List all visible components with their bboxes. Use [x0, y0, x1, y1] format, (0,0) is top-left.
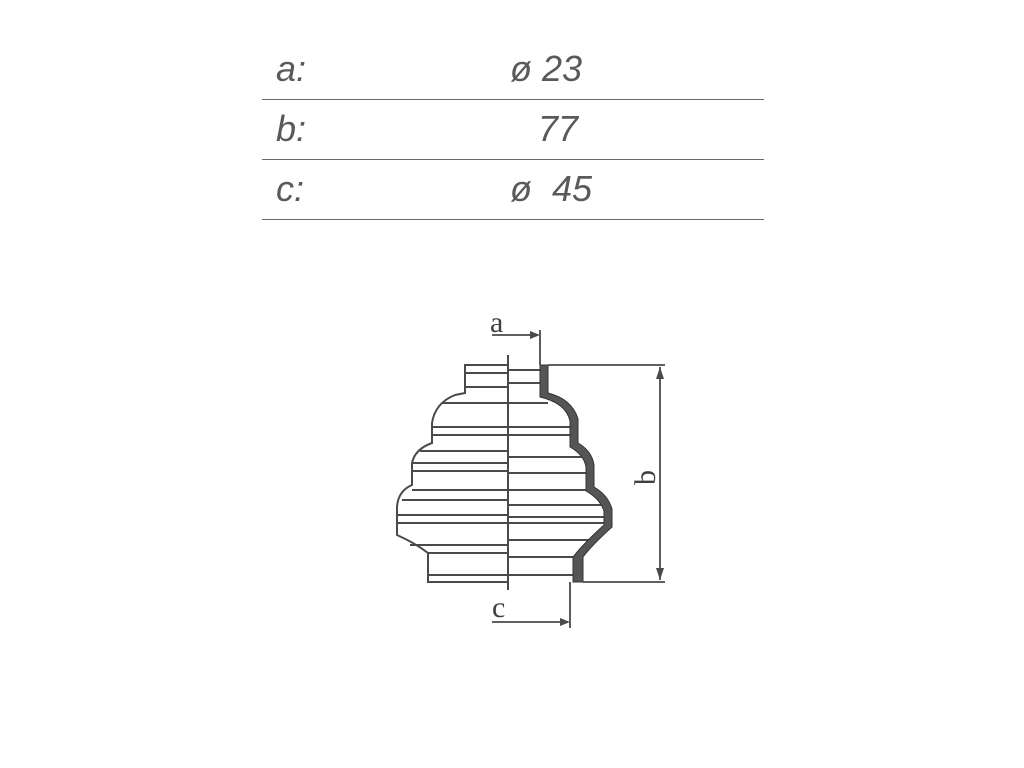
dim-a-label: a [490, 306, 503, 339]
dimension-label: b: [276, 108, 307, 149]
boot-drawing: a b c [396, 306, 665, 628]
dimension-row-b: b: 77 [262, 100, 764, 160]
dimension-value: ø 45 [510, 168, 593, 209]
dim-c-arrow [560, 618, 570, 626]
dimension-row-c: c: ø 45 [262, 160, 764, 220]
dim-b-arrow-top [656, 367, 664, 379]
dim-a-arrow [530, 331, 540, 339]
dimension-value: ø 23 [510, 48, 583, 89]
dimension-label: c: [276, 168, 305, 209]
dimension-label: a: [276, 48, 307, 89]
dimension-table: a: ø 23 b: 77 c: ø 45 [262, 40, 764, 220]
dim-b-arrow-bottom [656, 568, 664, 580]
dimension-value: 77 [538, 108, 579, 149]
boot-outline-left [396, 364, 508, 583]
dim-c-label: c [492, 591, 505, 624]
dimension-row-a: a: ø 23 [262, 40, 764, 100]
dim-b-label: b [629, 470, 662, 485]
